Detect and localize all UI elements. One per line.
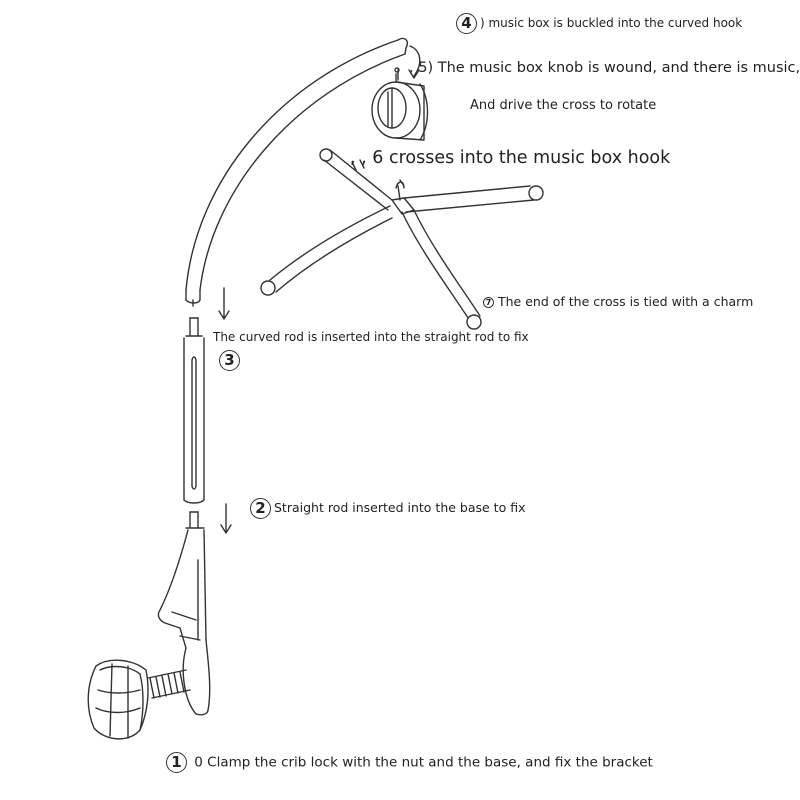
arrow-down-upper [218, 287, 230, 320]
curved-arm [185, 37, 408, 307]
step-1-label: 1 0 Clamp the crib lock with the nut and… [166, 752, 653, 773]
step-7-number: 7 [483, 297, 494, 308]
threaded-bolt [147, 669, 191, 699]
step-2-number: 2 [250, 498, 271, 519]
step-2-text: Straight rod inserted into the base to f… [274, 500, 526, 515]
step-7-label: 7 The end of the cross is tied with a cha… [483, 294, 753, 309]
step-5-continuation: And drive the cross to rotate [470, 98, 657, 113]
motion-ticks [351, 159, 405, 187]
step-3-number: 3 [219, 350, 240, 371]
cross-hanger [260, 148, 544, 330]
knob-nut [87, 659, 149, 740]
music-box [371, 67, 429, 141]
step-1-text: 0 Clamp the crib lock with the nut and t… [194, 754, 653, 771]
step-7-text: The end of the cross is tied with a char… [498, 294, 754, 309]
hook-arrow [408, 45, 421, 79]
step-5-label: , 5) The music box knob is wound, and th… [409, 60, 800, 76]
step-3-label: The curved rod is inserted into the stra… [213, 330, 529, 344]
step-4-text: ) music box is buckled into the curved h… [480, 16, 743, 30]
step-1-number: 1 [166, 752, 187, 773]
base-bracket [157, 511, 211, 716]
step-4-label: 4) music box is buckled into the curved … [456, 13, 742, 34]
step-4-number: 4 [456, 13, 477, 34]
straight-rod [183, 317, 205, 504]
arrow-down-lower [220, 503, 232, 534]
step-6-label: , , 6 crosses into the music box hook [350, 148, 671, 168]
